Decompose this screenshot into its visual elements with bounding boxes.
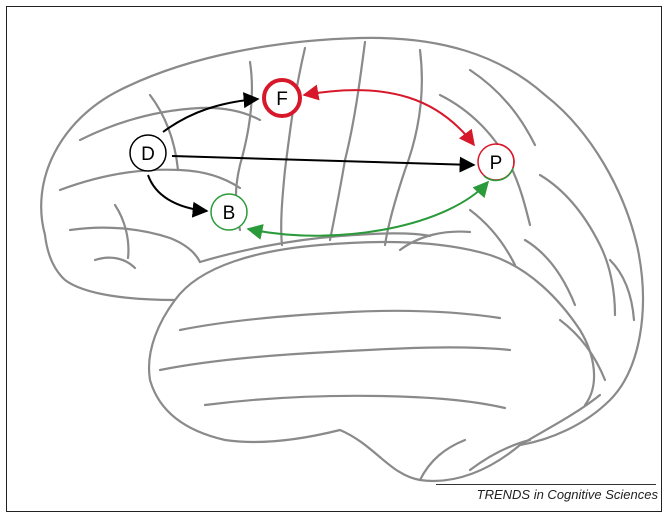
brain-illustration — [40, 36, 644, 482]
edge-f-p-bidirectional — [302, 84, 475, 147]
edge-p-b-bidirectional — [246, 180, 490, 240]
node-b: B — [210, 193, 248, 231]
node-d-label: D — [141, 144, 155, 165]
edge-d-to-p — [171, 155, 476, 173]
node-f-label: F — [276, 89, 288, 110]
node-b-label: B — [223, 203, 236, 224]
footer-rule — [436, 484, 656, 485]
edge-d-to-b — [147, 174, 209, 218]
node-f: F — [262, 78, 302, 118]
edge-d-to-f — [162, 92, 260, 133]
node-p-label: P — [490, 153, 503, 174]
node-d: D — [129, 134, 167, 172]
footer-credit: TRENDS in Cognitive Sciences — [476, 487, 658, 502]
node-p: P — [477, 143, 515, 182]
